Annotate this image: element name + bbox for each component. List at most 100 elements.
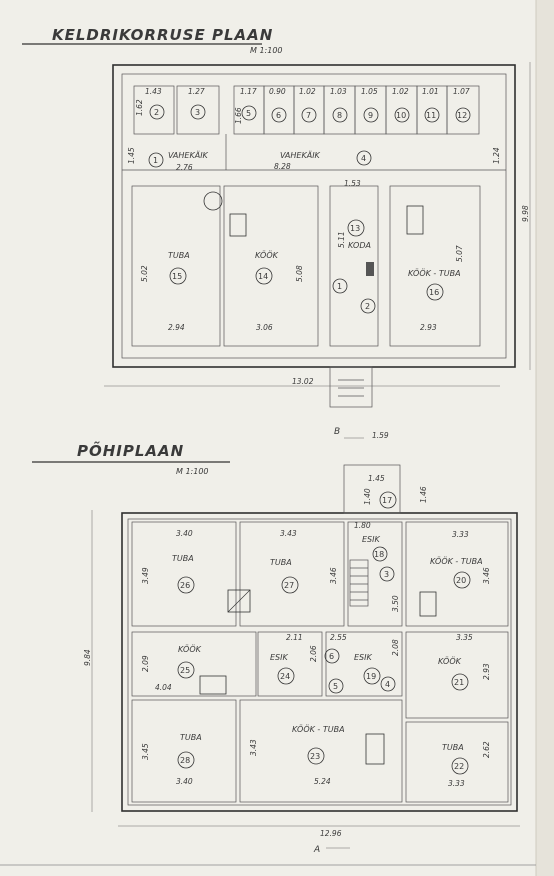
marker-6-number: 6 bbox=[329, 652, 334, 661]
room-21-label: KÖÖK bbox=[438, 656, 462, 666]
main-outer-wall bbox=[121, 512, 518, 812]
corridor-1-marker bbox=[148, 152, 164, 168]
room-18-number: 18 bbox=[374, 550, 384, 559]
room-19-marker bbox=[363, 667, 381, 685]
room-21 bbox=[405, 631, 509, 719]
boiler-icon bbox=[203, 191, 223, 211]
room-27-height: 3.46 bbox=[329, 567, 338, 584]
cell-3-marker bbox=[190, 104, 206, 120]
room-16-width: 2.93 bbox=[420, 323, 437, 332]
corridor-4-marker bbox=[356, 150, 372, 166]
cell-8-marker bbox=[332, 107, 348, 123]
corridor-4-number: 4 bbox=[361, 154, 366, 163]
corridor-1-label: VAHEKÄIK bbox=[168, 150, 209, 160]
basement-title: KELDRIKORRUSE PLAAN bbox=[52, 26, 273, 44]
basement-scale: M 1:100 bbox=[250, 46, 283, 55]
main-plan: PÕHIPLAAN M 1:100 B A 17 1.59 1.45 1.40 … bbox=[32, 427, 520, 855]
staircase-outline bbox=[349, 559, 369, 607]
room-14-height: 5.08 bbox=[295, 265, 304, 282]
basement-total-height: 9.98 bbox=[521, 205, 530, 222]
cell-12-marker bbox=[455, 107, 471, 123]
room-24-height: 2.06 bbox=[309, 645, 318, 662]
room-19-height: 2.08 bbox=[391, 639, 400, 656]
basement-total-width: 13.02 bbox=[292, 377, 314, 386]
cell-10-width: 1.02 bbox=[392, 87, 409, 96]
room-15 bbox=[131, 185, 221, 347]
cell-7-width: 1.02 bbox=[299, 87, 316, 96]
cell-2-width: 1.43 bbox=[145, 87, 162, 96]
cell-10-marker bbox=[394, 107, 410, 123]
room-26-number: 26 bbox=[180, 581, 190, 590]
room-23-marker bbox=[307, 747, 325, 765]
basement-corridor: VAHEKÄIK 1 2.76 1.45 VAHEKÄIK 4 8.28 1.2… bbox=[122, 134, 506, 172]
cell-side-dim-2: 1.66 bbox=[234, 107, 243, 124]
cell-3 bbox=[176, 85, 220, 135]
room-14 bbox=[223, 185, 319, 347]
basement-inner-wall bbox=[121, 73, 507, 359]
stove-icon-diagonal bbox=[227, 589, 251, 613]
room-14-width: 3.06 bbox=[256, 323, 273, 332]
room-25-marker bbox=[177, 661, 195, 679]
entry-side: 1.46 bbox=[419, 486, 428, 503]
main-rooms: TUBA 26 3.40 3.49 TUBA 27 3.43 3.46 1.80… bbox=[131, 521, 509, 803]
room-19 bbox=[325, 631, 403, 697]
cell-12-width: 1.07 bbox=[453, 87, 470, 96]
room-25-label: KÖÖK bbox=[178, 644, 202, 654]
chimney-icon bbox=[366, 262, 374, 276]
room-16-number: 16 bbox=[429, 288, 439, 297]
cell-9-width: 1.05 bbox=[361, 87, 378, 96]
entry-vestibule bbox=[343, 464, 401, 514]
room-17-number: 17 bbox=[382, 496, 392, 505]
room-28-number: 28 bbox=[180, 756, 190, 765]
room-21-width: 3.35 bbox=[456, 633, 473, 642]
room-22-marker bbox=[451, 757, 469, 775]
room-22-label: TUBA bbox=[442, 743, 464, 752]
room-15-height: 5.02 bbox=[140, 265, 149, 282]
room-15-number: 15 bbox=[172, 272, 182, 281]
section-a-label: A bbox=[313, 845, 320, 855]
room-25 bbox=[131, 631, 257, 697]
cell-5-width: 1.17 bbox=[240, 87, 257, 96]
basement-rooms: TUBA 15 2.94 5.02 KÖÖK 14 3.06 5.08 13 K… bbox=[131, 179, 481, 347]
cell-3-width: 1.27 bbox=[188, 87, 205, 96]
entry-stair-block bbox=[329, 366, 373, 408]
entry-height: 1.40 bbox=[363, 488, 372, 505]
room-21-number: 21 bbox=[454, 678, 464, 687]
room-13-width: 1.53 bbox=[344, 179, 361, 188]
room-13-height: 5.11 bbox=[337, 231, 346, 248]
room-19-number: 19 bbox=[366, 672, 376, 681]
room-20 bbox=[405, 521, 509, 627]
marker-3-number: 3 bbox=[384, 570, 389, 579]
cell-12 bbox=[446, 85, 480, 135]
entry-width: 1.59 bbox=[372, 431, 389, 440]
room-27-label: TUBA bbox=[270, 558, 292, 567]
cell-8-number: 8 bbox=[337, 111, 342, 120]
room-22-number: 22 bbox=[454, 762, 464, 771]
room-24 bbox=[257, 631, 323, 697]
room-13-label: KODA bbox=[348, 241, 371, 250]
cell-6-number: 6 bbox=[276, 111, 281, 120]
main-scale: M 1:100 bbox=[176, 467, 209, 476]
cell-side-dim-1: 1.62 bbox=[135, 99, 144, 116]
room-25-width: 4.04 bbox=[155, 683, 172, 692]
corridor-1-dim: 2.76 bbox=[176, 163, 193, 172]
room-18 bbox=[347, 521, 403, 627]
cell-8-width: 1.03 bbox=[330, 87, 347, 96]
room-24-width: 2.11 bbox=[286, 633, 303, 642]
room-13 bbox=[329, 185, 379, 347]
room-20-marker bbox=[453, 571, 471, 589]
marker-4 bbox=[380, 676, 396, 692]
cell-6-width: 0.90 bbox=[269, 87, 286, 96]
entry-inner-width: 1.45 bbox=[368, 474, 385, 483]
cell-7-number: 7 bbox=[306, 111, 311, 120]
marker-3 bbox=[379, 566, 395, 582]
room-23 bbox=[239, 699, 403, 803]
room-13-number: 13 bbox=[350, 224, 360, 233]
stair-1-number: 1 bbox=[337, 282, 342, 291]
room-18-height: 3.50 bbox=[391, 595, 400, 612]
room-15-label: TUBA bbox=[168, 251, 190, 260]
room-16 bbox=[389, 185, 481, 347]
room-23-width: 5.24 bbox=[314, 777, 331, 786]
section-b-label: B bbox=[334, 427, 340, 437]
